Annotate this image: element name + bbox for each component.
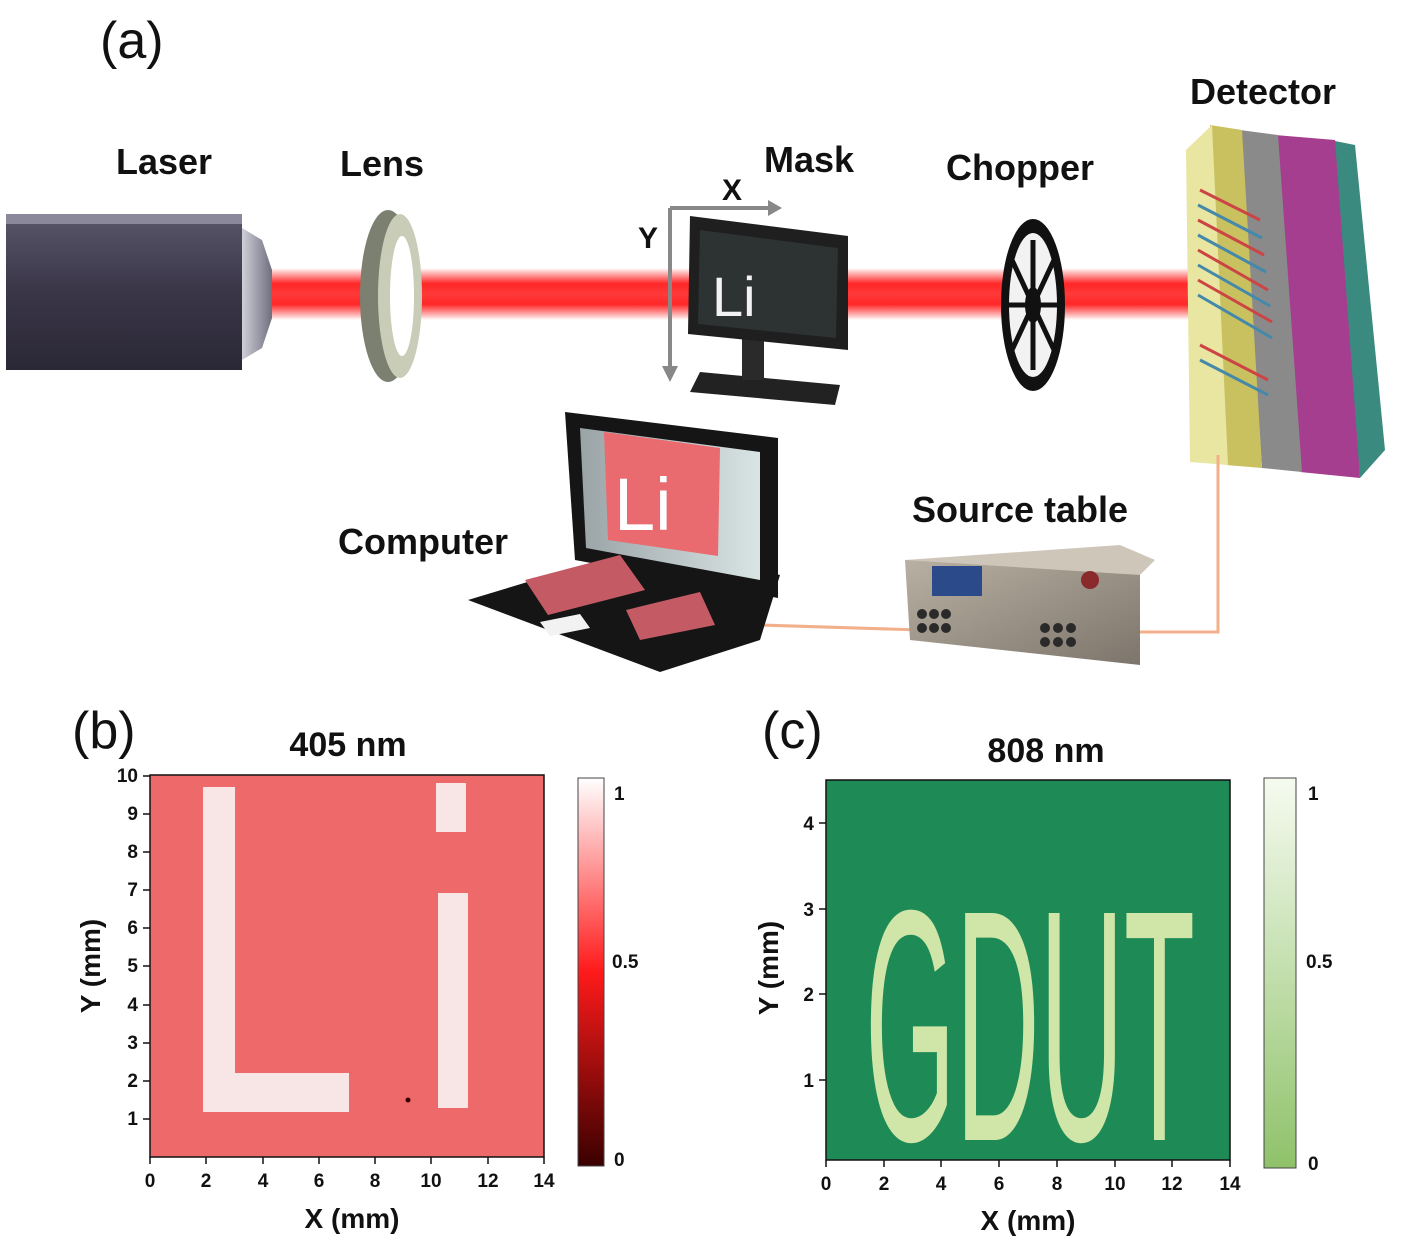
panel-c-xtick: 0 <box>821 1174 832 1195</box>
panel-b-plot <box>143 774 545 1164</box>
mask-axes <box>662 200 782 382</box>
panel-c-xtick: 4 <box>936 1174 947 1195</box>
panel-b-xlabel: X (mm) <box>305 1203 400 1234</box>
panel-b-xtick: 4 <box>258 1171 269 1192</box>
panel-c-xlabel: X (mm) <box>981 1205 1076 1236</box>
detector <box>1186 125 1385 478</box>
panel-c-ytick-labels: 1 2 3 4 <box>803 814 814 1092</box>
mask-label: Mask <box>764 139 855 180</box>
panel-b-letters <box>203 783 468 1112</box>
panel-c-xtick-labels: 0 2 4 6 8 10 12 14 <box>821 1174 1241 1195</box>
panel-b-ytick: 8 <box>127 842 138 863</box>
screen-text: Li <box>614 463 672 546</box>
panel-c-xtick: 12 <box>1161 1174 1182 1195</box>
panel-b-ytick: 7 <box>127 880 138 901</box>
panel-b-cbar-top: 1 <box>614 784 625 805</box>
laser-device <box>6 214 272 370</box>
panel-b-ytick-labels: 1 2 3 4 5 6 7 8 9 10 <box>117 766 139 1130</box>
laser-label: Laser <box>116 141 212 182</box>
panel-b-label: (b) <box>72 702 136 760</box>
panel-c-ytick: 1 <box>803 1071 814 1092</box>
panel-c-cbar-top: 1 <box>1308 784 1319 805</box>
panel-b-xtick: 14 <box>533 1171 555 1192</box>
panel-b-cbar-bottom: 0 <box>614 1150 625 1171</box>
panel-c-xtick: 8 <box>1052 1174 1063 1195</box>
lens-label: Lens <box>340 143 424 184</box>
panel-c-title: 808 nm <box>987 732 1104 770</box>
panel-c-letters: GDUT <box>865 841 1195 1210</box>
lens <box>360 210 422 382</box>
panel-c-heatmap <box>826 780 1230 1160</box>
panel-c-plot: GDUT <box>819 779 1231 1210</box>
detector-label: Detector <box>1190 71 1336 112</box>
panel-a-label: (a) <box>100 12 164 70</box>
panel-b-xtick: 0 <box>145 1171 156 1192</box>
panel-c-ytick: 4 <box>803 814 814 835</box>
panel-b-title: 405 nm <box>289 726 406 764</box>
panel-c-ytick: 3 <box>803 900 814 921</box>
panel-b-ytick: 10 <box>117 766 138 787</box>
panel-b-xtick-labels: 0 2 4 6 8 10 12 14 <box>145 1171 555 1192</box>
axis-x-label: X <box>722 174 742 207</box>
panel-b-xtick: 12 <box>477 1171 498 1192</box>
axis-y-label: Y <box>638 222 658 255</box>
panel-b-xtick: 10 <box>420 1171 441 1192</box>
panel-c-xtick: 14 <box>1219 1174 1241 1195</box>
panel-c-xtick: 2 <box>879 1174 890 1195</box>
panel-b-ylabel: Y (mm) <box>75 919 106 1013</box>
panel-b-cbar-mid: 0.5 <box>612 952 639 973</box>
panel-b-ytick: 5 <box>127 956 138 977</box>
source-table-label: Source table <box>912 489 1128 530</box>
panel-c-colorbar <box>1263 777 1297 1169</box>
panel-c-xtick: 10 <box>1104 1174 1125 1195</box>
panel-b-xtick: 6 <box>314 1171 325 1192</box>
panel-b-xtick: 2 <box>201 1171 212 1192</box>
panel-b-colorbar <box>577 777 605 1167</box>
panel-b-ytick: 6 <box>127 918 138 939</box>
panel-c-ylabel: Y (mm) <box>753 921 784 1015</box>
panel-b-ytick: 4 <box>127 995 138 1016</box>
panel-b-ytick: 9 <box>127 804 138 825</box>
panel-c-cbar-mid: 0.5 <box>1306 952 1333 973</box>
computer-label: Computer <box>338 521 508 562</box>
computer <box>468 412 780 672</box>
panel-b-ytick: 1 <box>127 1109 138 1130</box>
chopper <box>1001 219 1065 391</box>
mask-text: Li <box>712 265 756 328</box>
mask <box>688 216 848 405</box>
panel-b-ytick: 3 <box>127 1033 138 1054</box>
source-table <box>905 545 1155 665</box>
panel-c-label: (c) <box>762 702 823 760</box>
panel-c-cbar-bottom: 0 <box>1308 1154 1319 1175</box>
panel-c-ytick: 2 <box>803 985 814 1006</box>
panel-c-xtick: 6 <box>994 1174 1005 1195</box>
chopper-label: Chopper <box>946 147 1094 188</box>
panel-b-ytick: 2 <box>127 1071 138 1092</box>
panel-b-xtick: 8 <box>370 1171 381 1192</box>
